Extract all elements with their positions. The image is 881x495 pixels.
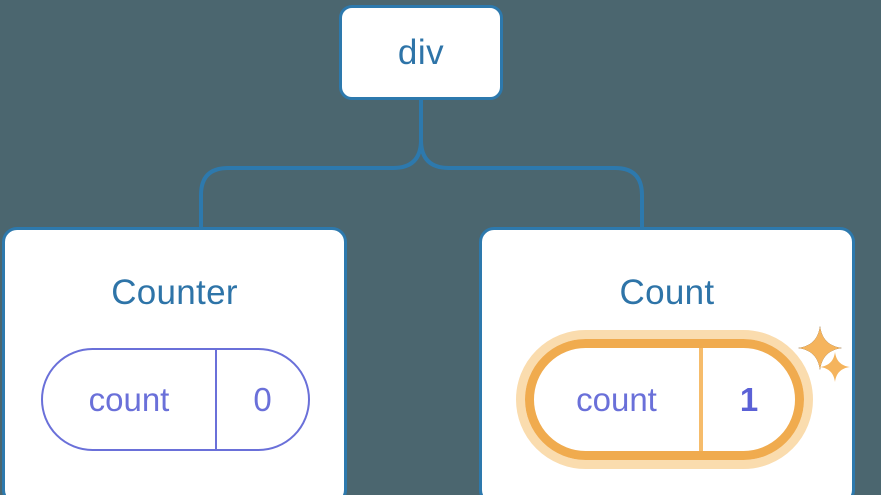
node-root-div[interactable]: div <box>339 5 503 100</box>
state-value-cell: 0 <box>217 350 308 449</box>
state-value-label: 1 <box>739 381 759 418</box>
state-pill-glow <box>516 330 813 469</box>
node-title-count: Count <box>619 273 715 312</box>
state-key-cell: count <box>534 348 703 451</box>
state-pill-ring: count 1 <box>525 339 804 460</box>
root-node-label: div <box>397 33 445 72</box>
state-key-cell: count <box>43 350 217 449</box>
connector-left <box>199 98 423 230</box>
node-title-counter: Counter <box>111 273 238 312</box>
sparkle-icon-large <box>798 326 842 370</box>
sparkle-icon-small <box>820 352 850 382</box>
state-pill-counter[interactable]: count 0 <box>41 348 310 451</box>
connector-right <box>419 98 644 230</box>
state-key-label: count <box>88 381 170 418</box>
state-value-cell: 1 <box>703 348 795 451</box>
state-pill-count[interactable]: count 1 <box>516 330 813 469</box>
state-value-label: 0 <box>253 381 272 418</box>
state-key-label: count <box>576 381 657 418</box>
